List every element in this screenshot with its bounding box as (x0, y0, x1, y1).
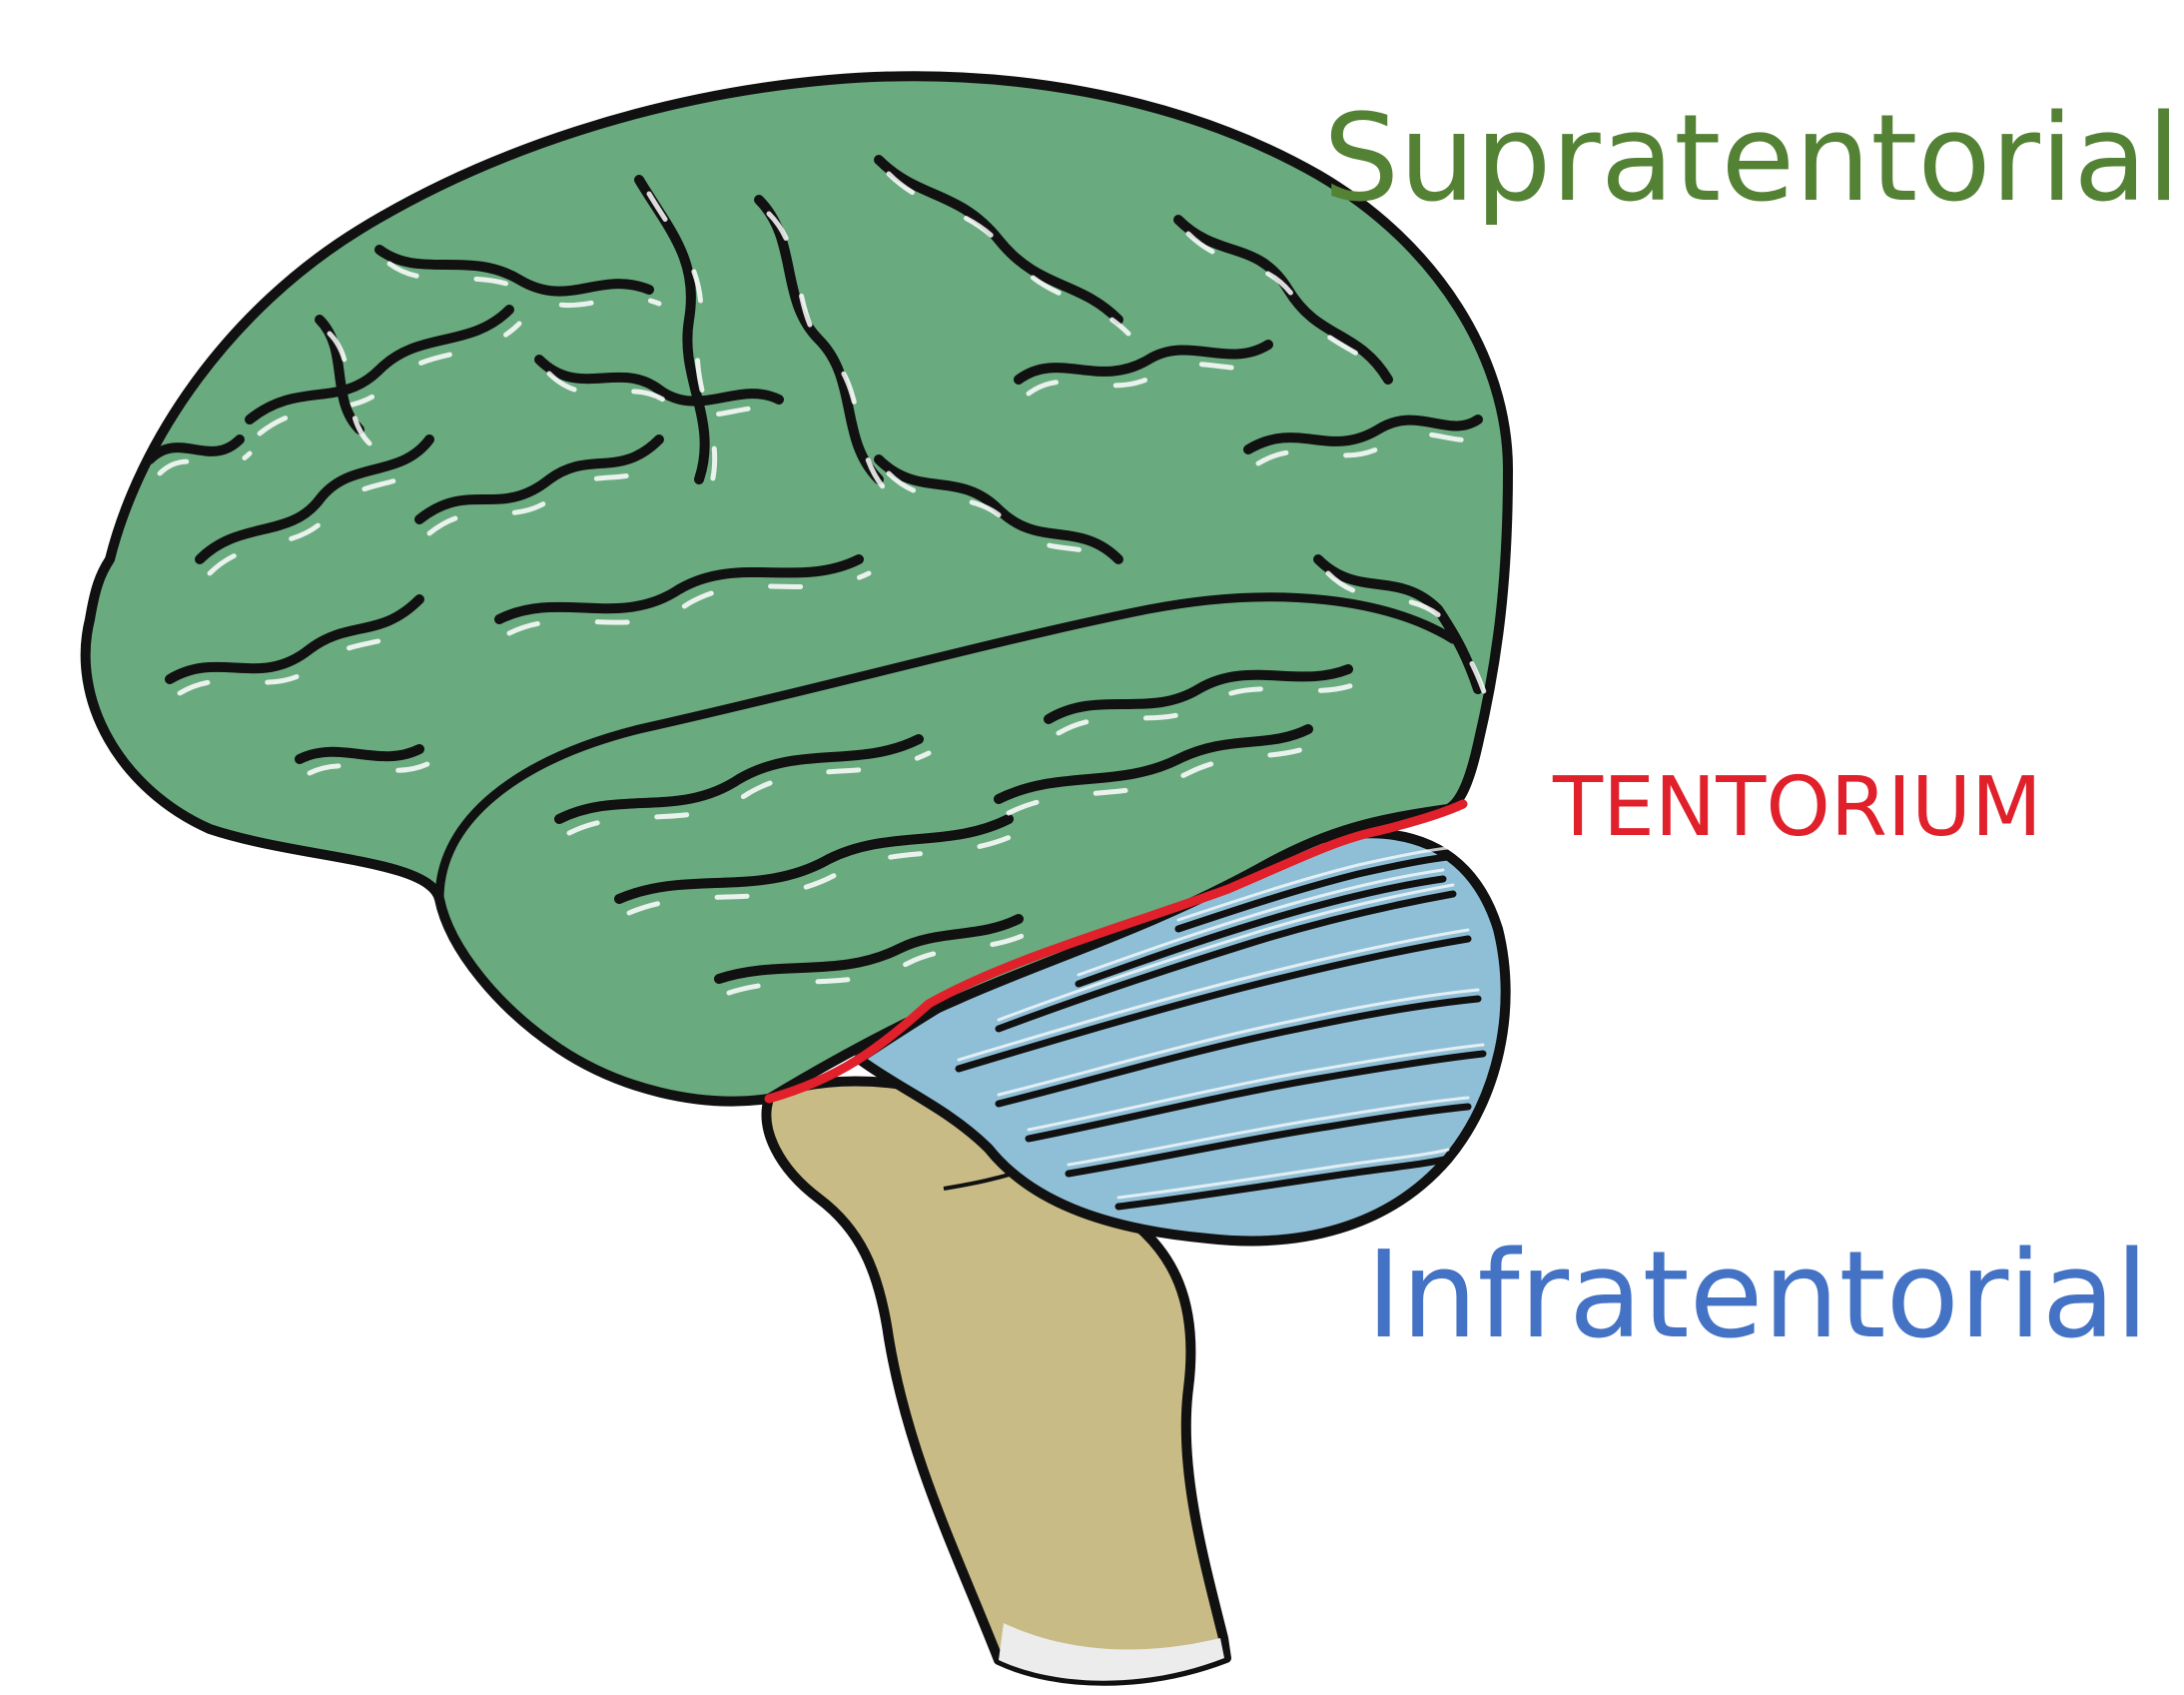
tentorium-label: TENTORIUM (1553, 767, 2042, 849)
supratentorial-label: Supratentorial (1323, 100, 2180, 220)
cerebrum-sulcus (300, 749, 419, 759)
infratentorial-label: Infratentorial (1366, 1237, 2149, 1356)
